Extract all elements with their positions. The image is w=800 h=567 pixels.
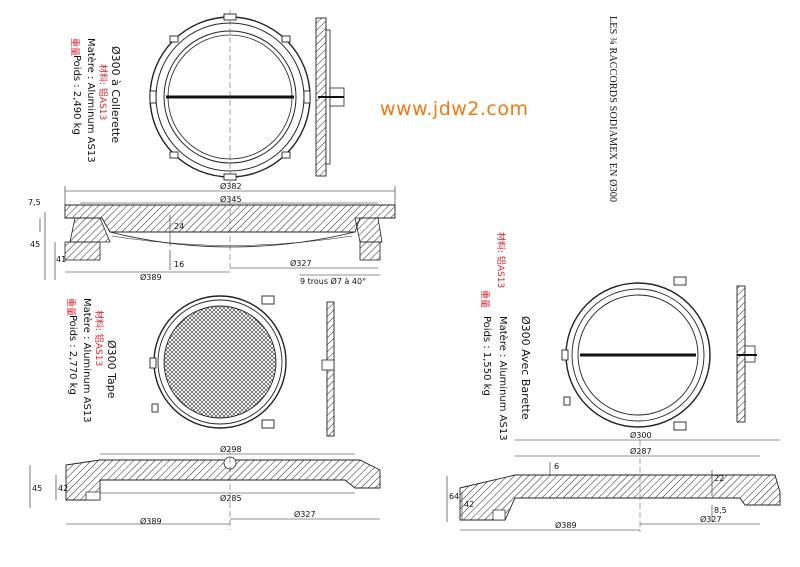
dim-42-right: 42 bbox=[464, 500, 475, 509]
tape-weight-red: 重量 bbox=[65, 298, 75, 317]
dim-d327-mid: Ø327 bbox=[294, 510, 316, 519]
collerette-weight: Poids : 2,490 kg bbox=[71, 55, 82, 135]
barette-plan-view bbox=[561, 276, 757, 431]
collerette-plan-view bbox=[149, 10, 345, 184]
barette-title: Ø300 Avec Barette bbox=[519, 316, 532, 420]
tape-weight: Poids : 2,770 kg bbox=[67, 315, 78, 395]
dim-d345: Ø345 bbox=[220, 195, 242, 204]
dim-d389-mid: Ø389 bbox=[140, 517, 162, 526]
dim-d389-right: Ø389 bbox=[555, 521, 577, 530]
dim-41: 41 bbox=[56, 255, 67, 264]
tape-plan-view bbox=[149, 295, 335, 437]
dim-16: 16 bbox=[174, 260, 185, 269]
dim-d382: Ø382 bbox=[220, 182, 242, 191]
collerette-material: Matère : Aluminum AS13 bbox=[85, 38, 96, 163]
watermark-text: www.jdw2.com bbox=[380, 98, 529, 120]
dim-42-mid: 42 bbox=[58, 484, 69, 493]
tape-title: Ø300 Tape bbox=[105, 340, 118, 399]
collerette-title: Ø300 à Collerette bbox=[109, 46, 122, 144]
tape-material: Matère : Aluminum AS13 bbox=[81, 298, 92, 423]
dim-75: 7,5 bbox=[28, 198, 41, 207]
collerette-section-view bbox=[39, 186, 396, 280]
dim-d389-top: Ø389 bbox=[140, 273, 162, 282]
dim-d285: Ø285 bbox=[220, 494, 242, 503]
barette-section-view bbox=[446, 439, 781, 532]
dim-85: 8,5 bbox=[714, 506, 727, 515]
dim-d298: Ø298 bbox=[220, 445, 242, 454]
dim-d327-right: Ø327 bbox=[700, 515, 722, 524]
barette-material: Matère : Aluminum AS13 bbox=[497, 316, 508, 441]
dim-45: 45 bbox=[30, 240, 41, 249]
dim-holes: 9 trous Ø7 à 40° bbox=[300, 277, 367, 286]
dim-64: 64 bbox=[449, 492, 460, 501]
tape-section-view bbox=[29, 448, 381, 530]
side-title: LES ¾ RACCORDS SODIAMEX EN Ø300 bbox=[607, 16, 618, 203]
dim-d300: Ø300 bbox=[630, 431, 652, 440]
dim-22: 22 bbox=[714, 474, 725, 483]
barette-weight-red: 重量 bbox=[479, 290, 489, 309]
dim-6: 6 bbox=[554, 462, 560, 471]
collerette-weight-red: 重量 bbox=[69, 38, 79, 57]
dim-d287: Ø287 bbox=[630, 447, 652, 456]
dim-45-mid: 45 bbox=[32, 484, 43, 493]
barette-red-label: 材料: 铝AS13 bbox=[495, 232, 505, 289]
barette-weight: Poids : 1,550 kg bbox=[481, 316, 492, 396]
dim-d327-top: Ø327 bbox=[290, 259, 312, 268]
dim-24: 24 bbox=[174, 222, 185, 231]
